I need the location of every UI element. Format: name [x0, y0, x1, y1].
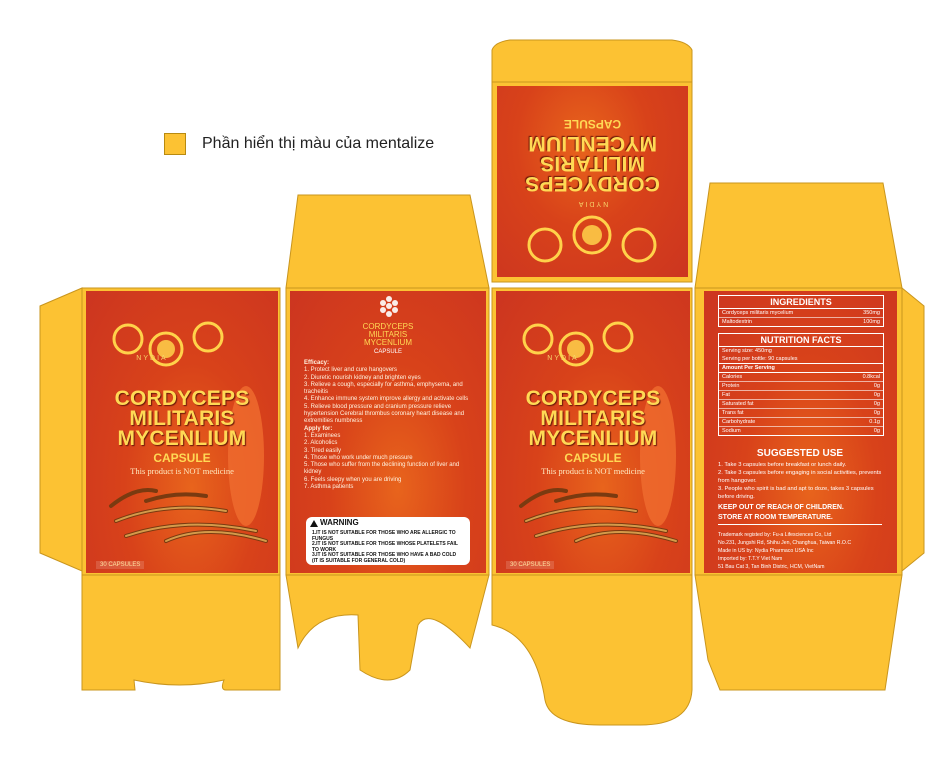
serving-size: Serving size: 450mg: [722, 348, 772, 354]
warning-line: 2.IT IS NOT SUITABLE FOR THOSE WHOSE PLA…: [312, 541, 458, 553]
company-info: Trademark registed by: Fu-a Lifesciences…: [718, 532, 852, 570]
bottom-flap-2: [285, 574, 490, 681]
legend-text: Phần hiển thị màu của mentalize: [202, 135, 435, 152]
bottom-flap-4: [694, 574, 903, 691]
suggested-use-text: 1. Take 3 capsules before breakfast or l…: [718, 462, 882, 500]
storage-warning: KEEP OUT OF REACH OF CHILDREN. STORE AT …: [718, 504, 844, 521]
bottom-flap-3: [491, 574, 693, 726]
top-dust-flap-left: [285, 194, 490, 289]
honeycomb-logo-icon: [527, 215, 657, 263]
warning-box: WARNING 1.IT IS NOT SUITABLE FOR THOSE W…: [306, 517, 470, 565]
warning-line: 3.IT IS NOT SUITABLE FOR THOSE WHO HAVE …: [312, 552, 457, 564]
capsule-count: 30 CAPSULES: [96, 561, 145, 569]
top-dust-flap-right: [694, 182, 903, 289]
warning-title: WARNING: [320, 518, 359, 527]
disclaimer-note: This product is NOT medicine: [541, 466, 645, 476]
honeycomb-logo-icon: [112, 321, 224, 367]
warning-line: 1.IT IS NOT SUITABLE FOR THOSE WHO ARE A…: [312, 530, 456, 542]
capsule-count: 30 CAPSULES: [506, 561, 555, 569]
brand-name: NYDIA: [576, 200, 609, 207]
side-subtitle: CAPSULE: [373, 349, 402, 355]
cordyceps-image: [109, 386, 268, 543]
disclaimer-note: This product is NOT medicine: [130, 466, 234, 476]
serving-per-bottle: Serving per bottle: 90 capsules: [719, 355, 883, 364]
suggested-use-title: SUGGESTED USE: [756, 448, 844, 459]
nutrition-title: NUTRITION FACTS: [719, 334, 883, 347]
product-subtitle: CAPSULE: [564, 451, 622, 465]
brand-name: NYDIA: [136, 355, 168, 362]
brand-name: NYDIA: [547, 355, 579, 362]
product-subtitle: CAPSULE: [563, 117, 622, 131]
glue-flap-left: [39, 287, 83, 572]
bottom-flap-1: [81, 574, 281, 691]
ingredients-table: INGREDIENTS Cordyceps militaris mycelium…: [718, 295, 884, 327]
product-subtitle: CAPSULE: [153, 451, 211, 465]
honeycomb-logo-icon: [380, 296, 398, 317]
nutrition-table: NUTRITION FACTS Serving size: 450mg Serv…: [718, 333, 884, 436]
efficacy-text: Efficacy: 1. Protect liver and cure hang…: [304, 360, 469, 491]
info-panel: INGREDIENTS Cordyceps militaris mycelium…: [704, 291, 897, 573]
divider: [718, 524, 882, 525]
color-legend: Phần hiển thị màu của mentalize: [164, 133, 434, 155]
warning-icon: [310, 520, 318, 527]
side-flap-right: [901, 286, 925, 573]
top-tuck-flap: [491, 39, 693, 83]
honeycomb-logo-icon: [522, 321, 634, 367]
amount-per-serving: Amount Per Serving: [719, 364, 883, 373]
ingredients-title: INGREDIENTS: [719, 296, 883, 309]
cordyceps-image: [519, 386, 678, 543]
legend-swatch: [164, 133, 186, 155]
